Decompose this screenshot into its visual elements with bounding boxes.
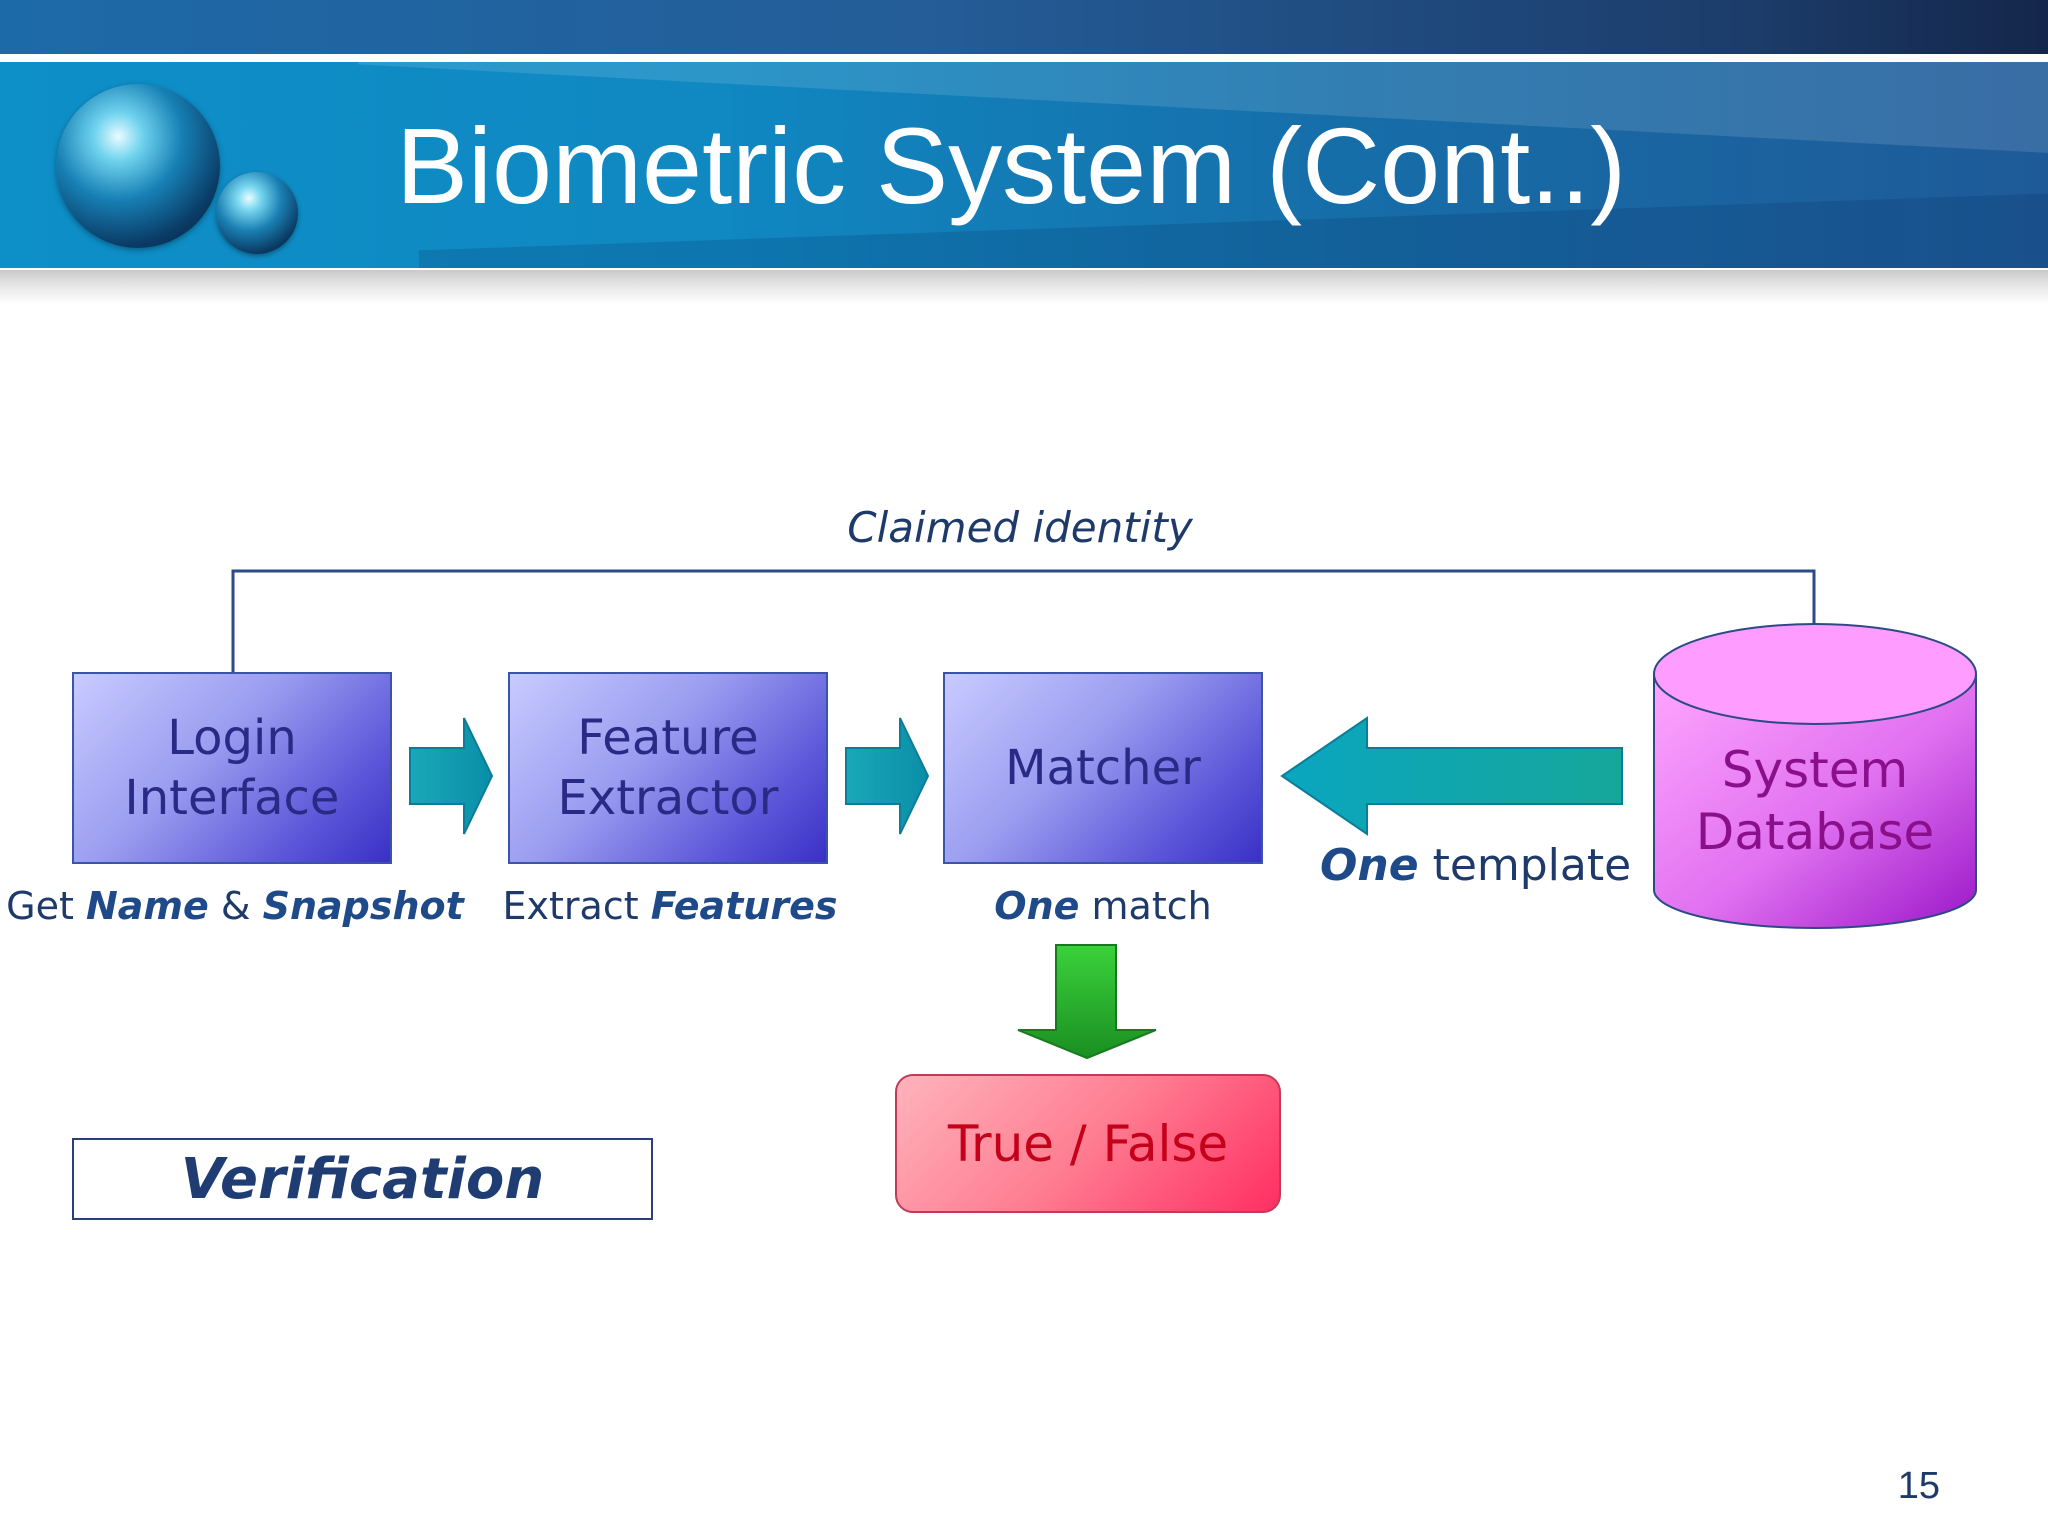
login-caption-prefix: Get [6, 884, 86, 928]
feature-extractor-line2: Extractor [557, 770, 779, 826]
database-cylinder-icon [1653, 623, 1977, 929]
arrow-extractor-to-matcher [845, 717, 930, 835]
page-number: 15 [1897, 1465, 1940, 1507]
login-caption-name: Name [85, 884, 209, 928]
login-interface-line2: Interface [124, 770, 340, 826]
matcher-caption: One match [908, 876, 1298, 936]
header-shadow [0, 270, 2048, 304]
globe-large-icon [56, 84, 220, 248]
feature-extractor-line1: Feature [577, 710, 759, 766]
title-band [0, 62, 2048, 268]
login-caption: Get Name & Snapshot [0, 876, 470, 936]
template-caption-suffix: template [1418, 840, 1632, 891]
login-caption-middle: & [208, 884, 263, 928]
login-caption-snapshot: Snapshot [262, 884, 464, 928]
template-caption: One template [1320, 836, 1631, 896]
extractor-caption-features: Features [650, 884, 838, 928]
matcher-caption-one: One [994, 884, 1080, 928]
arrow-database-to-matcher [1280, 716, 1623, 836]
top-bar [0, 0, 2048, 54]
system-database-label: System Database [1655, 736, 1975, 866]
matcher-line1: Matcher [1005, 740, 1201, 796]
system-database-line1: System [1721, 741, 1909, 799]
globe-small-icon [216, 172, 298, 254]
system-database-line2: Database [1695, 803, 1935, 861]
arrow-login-to-extractor [409, 717, 494, 835]
extractor-caption-prefix: Extract [502, 884, 651, 928]
login-interface-node: Login Interface [72, 672, 392, 864]
template-caption-one: One [1320, 840, 1419, 891]
extractor-caption: Extract Features [470, 876, 870, 936]
result-label: True / False [947, 1114, 1229, 1173]
slide-title: Biometric System (Cont..) [396, 105, 1627, 226]
result-node: True / False [895, 1074, 1281, 1213]
verification-label: Verification [180, 1146, 545, 1212]
matcher-node: Matcher [943, 672, 1263, 864]
verification-mode-box: Verification [72, 1138, 653, 1220]
claimed-identity-label: Claimed identity [847, 503, 1193, 552]
arrow-matcher-to-result [1017, 944, 1157, 1060]
feature-extractor-node: Feature Extractor [508, 672, 828, 864]
login-interface-line1: Login [167, 710, 297, 766]
matcher-caption-suffix: match [1079, 884, 1212, 928]
